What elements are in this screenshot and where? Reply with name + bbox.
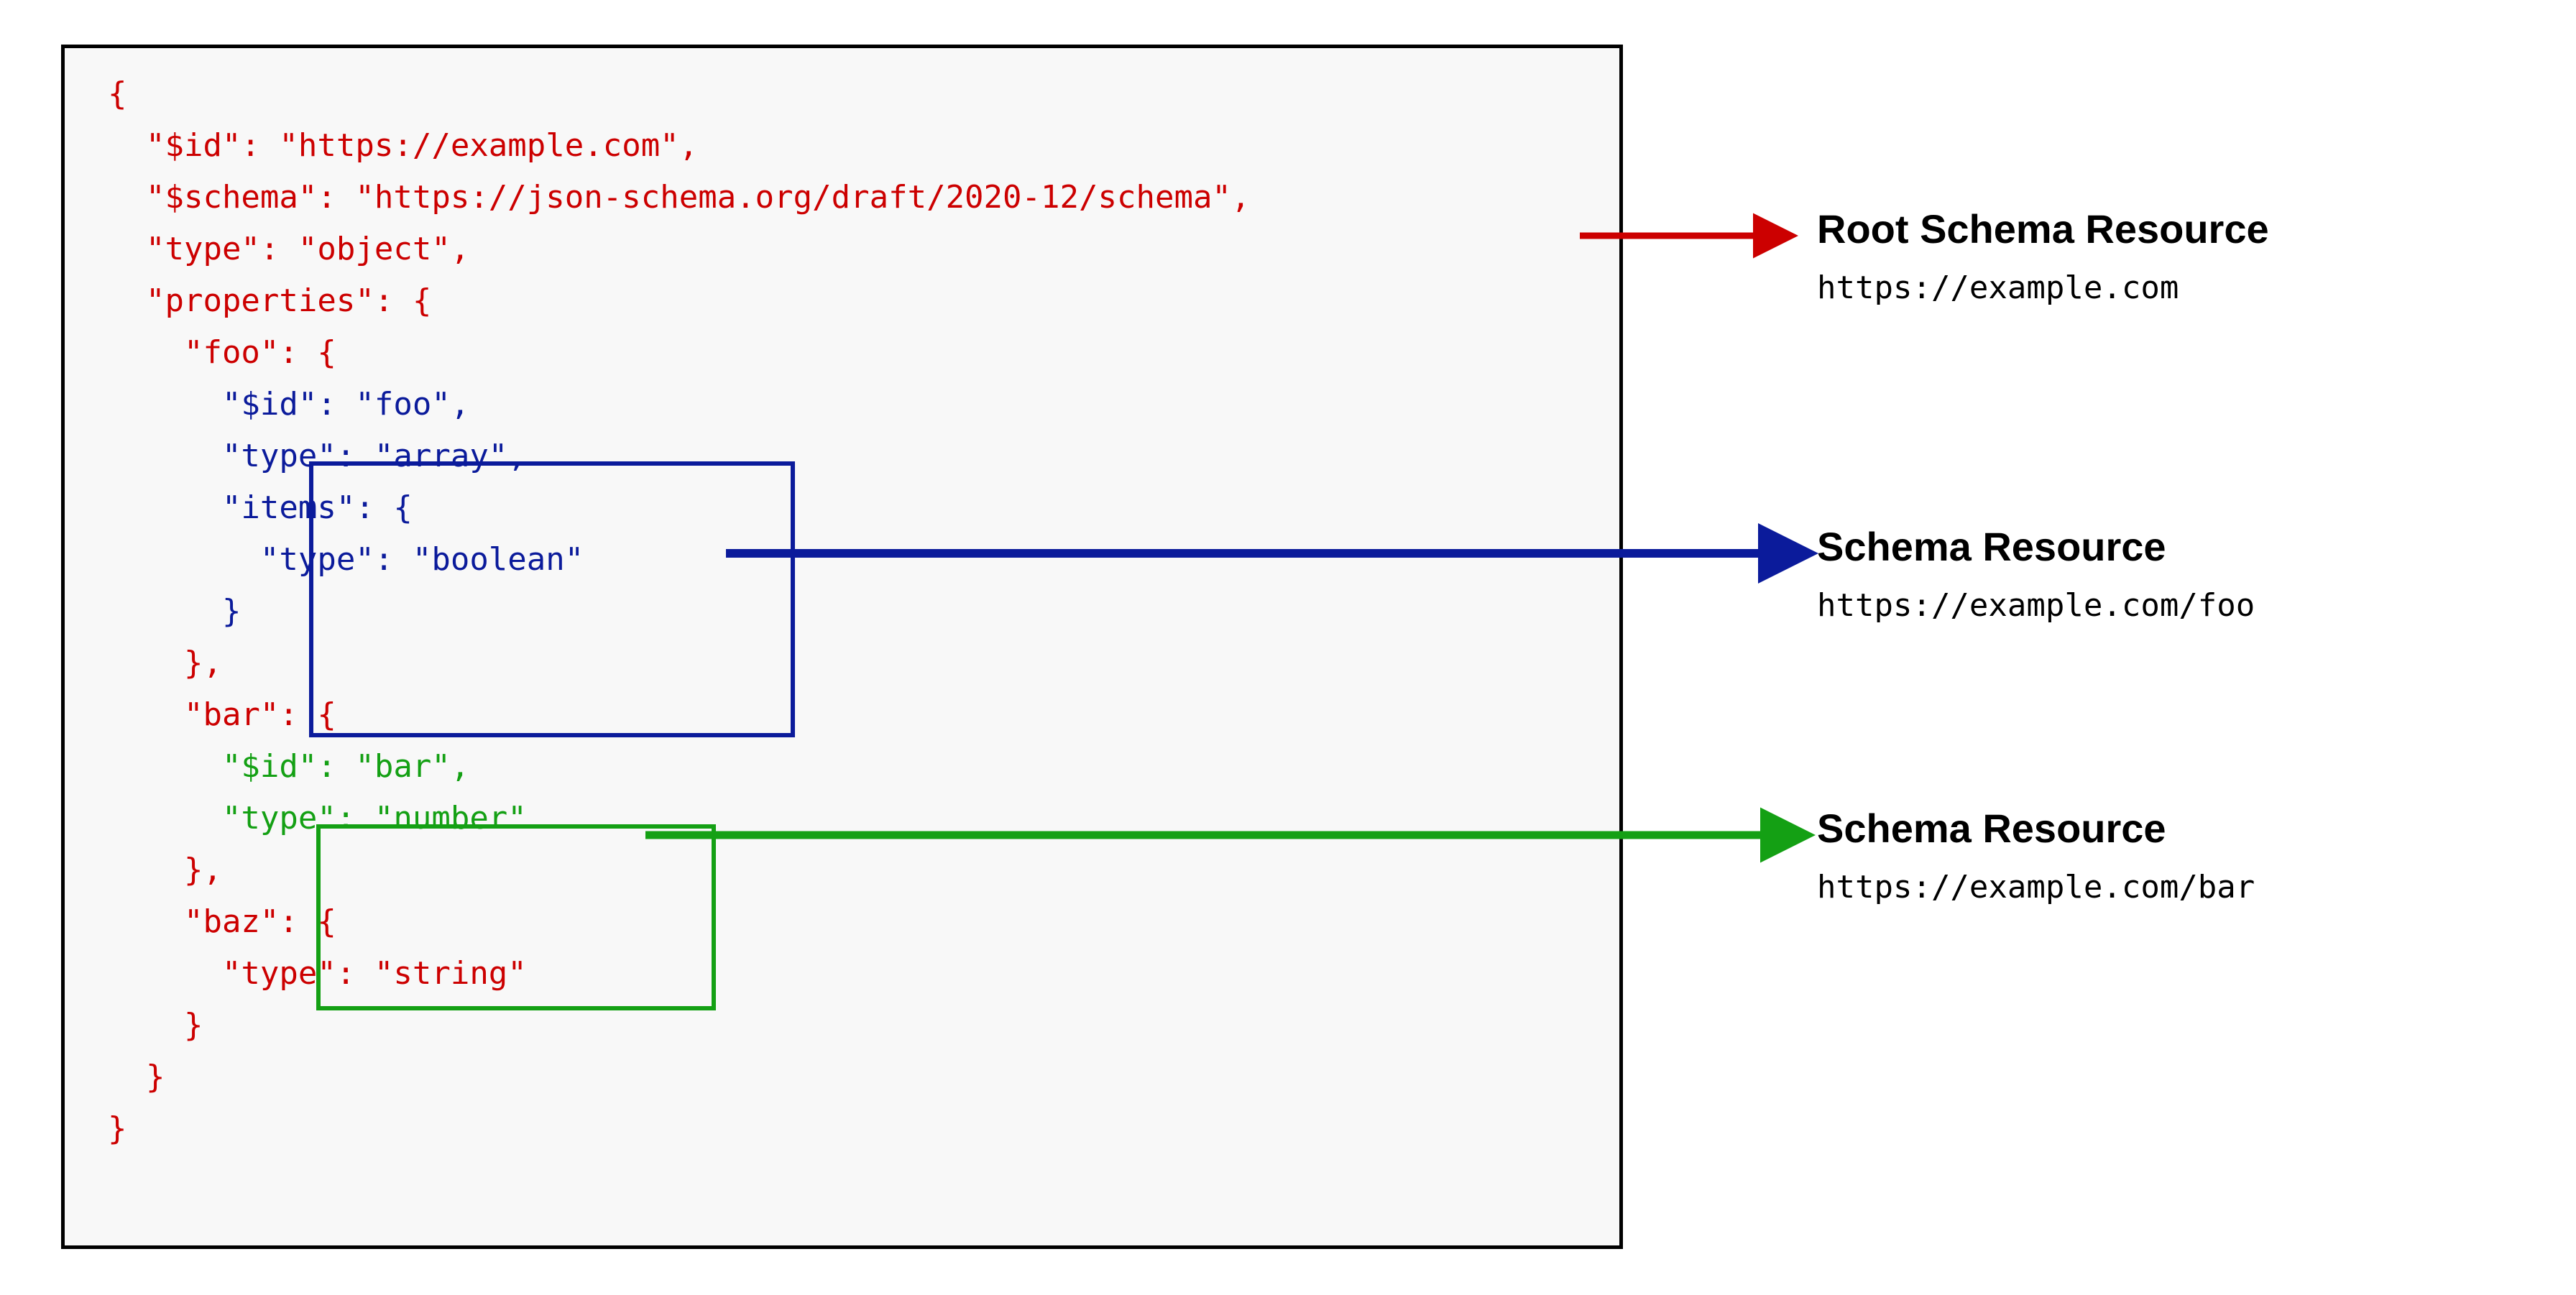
callout-uri: https://example.com/foo — [1817, 587, 2255, 624]
code-line: "bar": { — [108, 696, 336, 733]
callout-uri: https://example.com/bar — [1817, 869, 2255, 905]
callout-root-schema-resource: Root Schema Resource https://example.com — [1817, 207, 2269, 308]
code-line: } — [108, 1110, 127, 1147]
code-line: "baz": { — [108, 903, 336, 940]
code-line: "properties": { — [108, 282, 432, 319]
code-line: "type": "array", — [108, 438, 527, 474]
code-line: } — [108, 593, 242, 630]
json-schema-code: { "$id": "https://example.com", "$schema… — [108, 68, 1250, 1155]
code-line: "type": "number" — [108, 800, 527, 837]
code-line: }, — [108, 852, 222, 888]
code-line: "foo": { — [108, 334, 336, 371]
code-line: "$schema": "https://json-schema.org/draf… — [108, 179, 1251, 216]
code-line: { — [108, 75, 127, 112]
callout-title: Schema Resource — [1817, 806, 2166, 851]
code-line: "items": { — [108, 489, 413, 526]
code-line: } — [108, 1059, 165, 1095]
code-line: }, — [108, 645, 222, 681]
callout-title: Schema Resource — [1817, 524, 2166, 569]
callout-title: Root Schema Resource — [1817, 206, 2269, 252]
code-line: "$id": "bar", — [108, 748, 470, 785]
code-line: "type": "object", — [108, 231, 470, 267]
callout-bar-schema-resource: Schema Resource https://example.com/bar — [1817, 806, 2255, 907]
code-line: "type": "boolean" — [108, 541, 584, 578]
code-line: "$id": "foo", — [108, 386, 470, 423]
code-line: "$id": "https://example.com", — [108, 127, 699, 164]
code-panel: { "$id": "https://example.com", "$schema… — [61, 45, 1623, 1249]
arrow-foo-schema-resource — [726, 523, 1818, 584]
code-line: "type": "string" — [108, 955, 527, 992]
callout-foo-schema-resource: Schema Resource https://example.com/foo — [1817, 525, 2255, 625]
arrow-bar-schema-resource — [645, 807, 1816, 863]
code-line: } — [108, 1007, 203, 1043]
arrow-root-schema-resource — [1580, 213, 1798, 259]
callout-uri: https://example.com — [1817, 269, 2179, 306]
